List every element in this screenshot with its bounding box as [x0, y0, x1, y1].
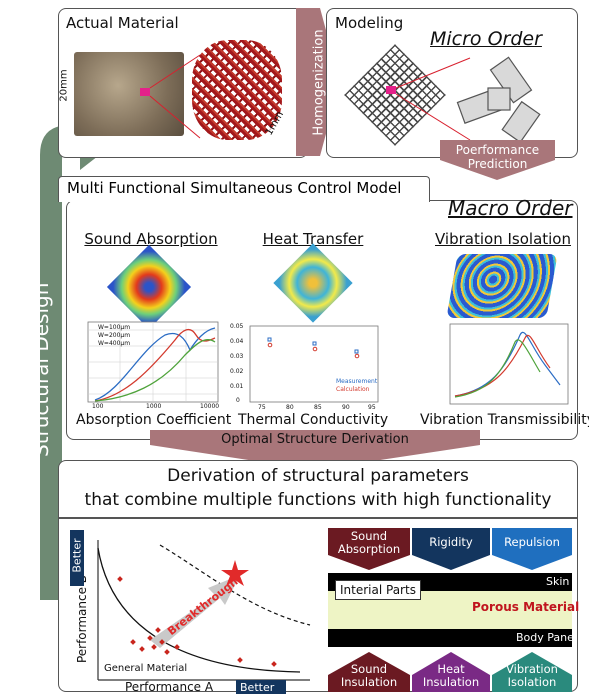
sound-absorption-title: Sound Absorption	[84, 230, 218, 248]
chevron-vibration-isolation: Vibration Isolation	[506, 661, 558, 689]
lattice-closeup	[192, 40, 282, 140]
body-panel-layer	[328, 629, 572, 647]
general-material-label: General Material	[104, 663, 188, 674]
thermal-x-tick-3: 85	[314, 404, 322, 411]
heat-transfer-title: Heat Transfer	[262, 230, 364, 248]
absorption-x-tick-3: 10000	[200, 403, 220, 410]
thermal-y-tick-1: 0.05	[230, 323, 244, 330]
vibration-transmissibility-caption: Vibration Transmissibility	[420, 412, 589, 428]
derivation-line-2: that combine multiple functions with hig…	[84, 490, 552, 510]
thermal-y-tick-3: 0.03	[230, 353, 244, 360]
chevron-sound-insulation: Sound Insulation	[340, 661, 398, 689]
chevron-heat-insulation: Heat Insulation	[422, 661, 480, 689]
thermal-x-tick-2: 80	[286, 404, 294, 411]
model-highlight	[386, 86, 396, 94]
better-x-label: Better	[240, 681, 275, 694]
absorption-coefficient-caption: Absorption Coefficient	[76, 412, 232, 428]
thermal-y-tick-2: 0.04	[230, 338, 244, 345]
multi-functional-title: Multi Functional Simultaneous Control Mo…	[58, 176, 430, 202]
chevron-repulsion: Repulsion	[504, 535, 560, 550]
absorption-x-tick-2: 1000	[146, 403, 162, 410]
thermal-legend-1: Measurement	[336, 378, 378, 385]
optimal-structure-label: Optimal Structure Derivation	[221, 432, 409, 447]
thermal-conductivity-caption: Thermal Conductivity	[238, 412, 389, 428]
thermal-y-tick-5: 0.01	[230, 383, 244, 390]
thermal-legend-2: Calculation	[336, 386, 370, 393]
thermal-x-tick-5: 95	[368, 404, 376, 411]
thermal-x-tick-1: 75	[258, 404, 266, 411]
absorption-x-tick-1: 100	[92, 403, 104, 410]
macro-order-title: Macro Order	[448, 196, 573, 220]
chevron-rigidity: Rigidity	[429, 535, 473, 550]
body-panel-label: Body Panel	[516, 631, 577, 644]
derivation-divider	[58, 517, 578, 519]
porous-label: Porous Material	[472, 600, 580, 614]
derivation-line-1: Derivation of structural parameters	[167, 466, 469, 486]
vibration-isolation-title: Vibration Isolation	[435, 230, 571, 248]
performance-prediction-label: Poerformance Prediction	[455, 143, 540, 172]
actual-material-title: Actual Material	[66, 14, 179, 32]
interior-parts-label: Interial Parts	[335, 580, 421, 600]
absorption-legend-1: W=100μm	[98, 324, 131, 331]
thermal-x-tick-4: 90	[342, 404, 350, 411]
absorption-legend-3: W=400μm	[98, 340, 131, 347]
micro-order-title: Micro Order	[430, 28, 542, 50]
absorption-legend-2: W=200μm	[98, 332, 131, 339]
skin-label: Skin	[546, 575, 570, 588]
foam-photo	[74, 52, 184, 136]
performance-a-label: Performance A	[125, 680, 214, 694]
thermal-y-tick-6: 0	[236, 397, 240, 404]
better-x-arrow	[236, 680, 286, 694]
better-y-arrow	[70, 530, 84, 586]
thermal-y-tick-4: 0.02	[230, 368, 244, 375]
chevron-sound-absorption: Sound Absorption	[337, 528, 401, 556]
foam-highlight	[140, 88, 150, 96]
modeling-title: Modeling	[335, 14, 404, 32]
